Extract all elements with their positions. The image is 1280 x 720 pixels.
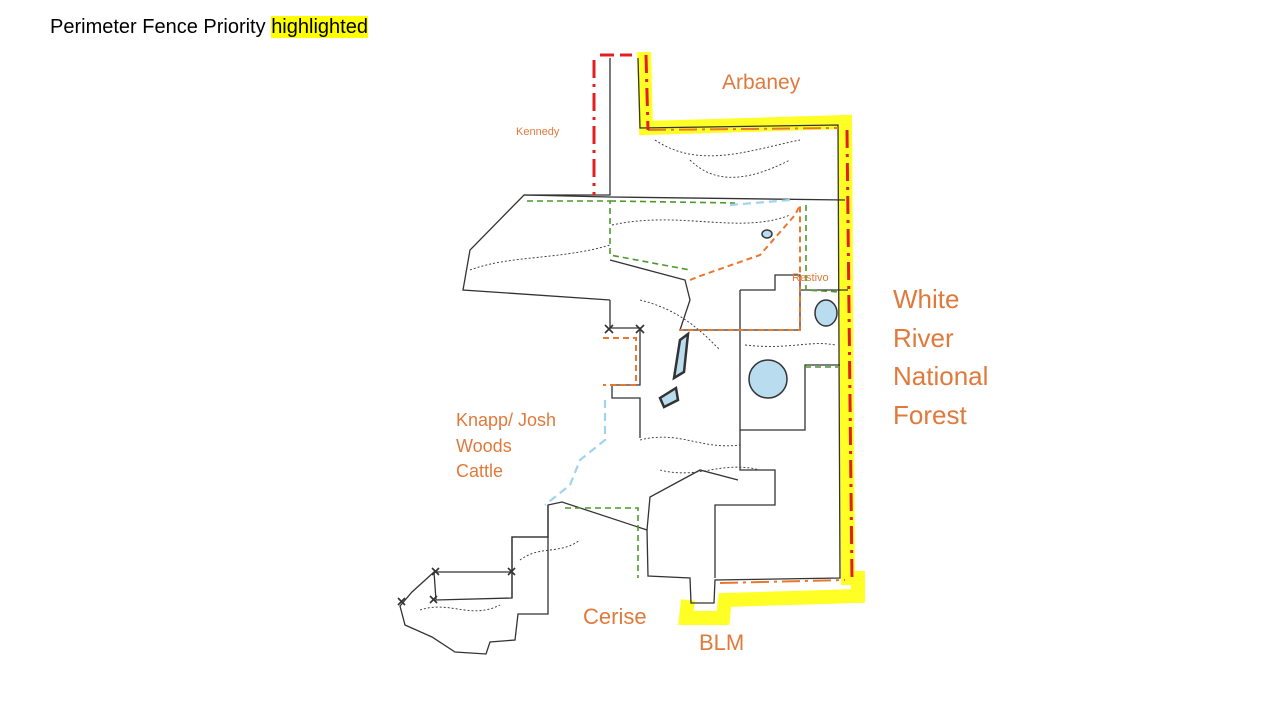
label-line: Woods <box>456 435 512 456</box>
orange-fence-restivo <box>680 204 801 331</box>
pond-narrow <box>672 331 690 381</box>
water-line <box>544 198 791 506</box>
trail <box>654 139 801 157</box>
label-line: White <box>893 284 960 314</box>
slide-title: Perimeter Fence Priority highlighted <box>50 16 368 39</box>
green-fence-east <box>805 205 841 293</box>
boundary-west-arm <box>462 58 611 301</box>
green-fence-north-2 <box>609 200 736 204</box>
gate-marker <box>397 597 406 606</box>
pond-large <box>748 359 788 399</box>
green-fence-north <box>527 200 691 271</box>
trail <box>419 604 501 612</box>
label-blm: BLM <box>699 630 745 655</box>
trail <box>744 343 836 347</box>
internal-fences <box>527 200 841 578</box>
boundary-step-east <box>739 330 840 431</box>
boundary-north-cross <box>523 194 846 201</box>
label-arbaney: Arbaney <box>722 71 801 94</box>
trail <box>659 466 761 474</box>
green-fence-south <box>565 507 639 578</box>
gate-marker <box>604 324 614 334</box>
orange-fence-north <box>647 127 839 131</box>
ponds <box>658 229 838 409</box>
neighbor-fences <box>603 127 846 584</box>
priority-highlight-north <box>637 51 865 625</box>
trail <box>689 159 791 178</box>
trails <box>419 139 836 612</box>
pond-restivo <box>814 299 838 327</box>
boundary-mid <box>646 469 739 531</box>
title-highlight: highlighted <box>271 16 368 38</box>
pond-small <box>658 385 680 409</box>
label-knapp-josh-woods-cattle: Knapp/ Josh Woods Cattle <box>456 408 586 485</box>
label-cerise: Cerise <box>583 604 647 629</box>
trail <box>469 244 611 271</box>
pond-tiny <box>761 229 773 239</box>
gate-marker <box>507 567 516 576</box>
red-fence-east <box>845 129 854 581</box>
label-white-river-national-forest: White River National Forest <box>893 280 1033 434</box>
orange-fence-west <box>603 337 637 386</box>
orange-fence-south <box>719 579 846 584</box>
boundary-inner-west <box>609 259 740 331</box>
property-boundary <box>399 57 848 655</box>
boundary-stairs <box>740 274 848 291</box>
label-line: National <box>893 361 989 391</box>
gate-marker <box>431 567 440 576</box>
gate-markers <box>397 324 645 606</box>
label-kennedy: Kennedy <box>516 126 560 138</box>
gate-marker <box>429 595 438 604</box>
label-line: Forest <box>893 399 967 430</box>
trail <box>519 539 581 561</box>
label-line: Knapp/ Josh <box>456 410 557 430</box>
water-line-north <box>729 198 791 207</box>
trail <box>639 299 721 351</box>
boundary-step-south <box>714 430 776 578</box>
boundary-step-inner <box>739 290 801 331</box>
trail <box>639 436 741 447</box>
label-line: Cattle <box>456 461 504 481</box>
boundary-sw-steps <box>511 505 549 598</box>
gate-marker <box>635 324 645 334</box>
title-text: Perimeter Fence Priority <box>50 16 266 38</box>
priority-fences <box>592 53 854 581</box>
trail <box>611 214 791 226</box>
label-line: River <box>893 322 954 353</box>
priority-highlight <box>637 51 865 625</box>
label-restivo: Restivo <box>792 272 829 284</box>
boundary-line <box>399 57 841 655</box>
water-line-west <box>544 400 607 506</box>
red-fence-north-top <box>644 54 650 131</box>
